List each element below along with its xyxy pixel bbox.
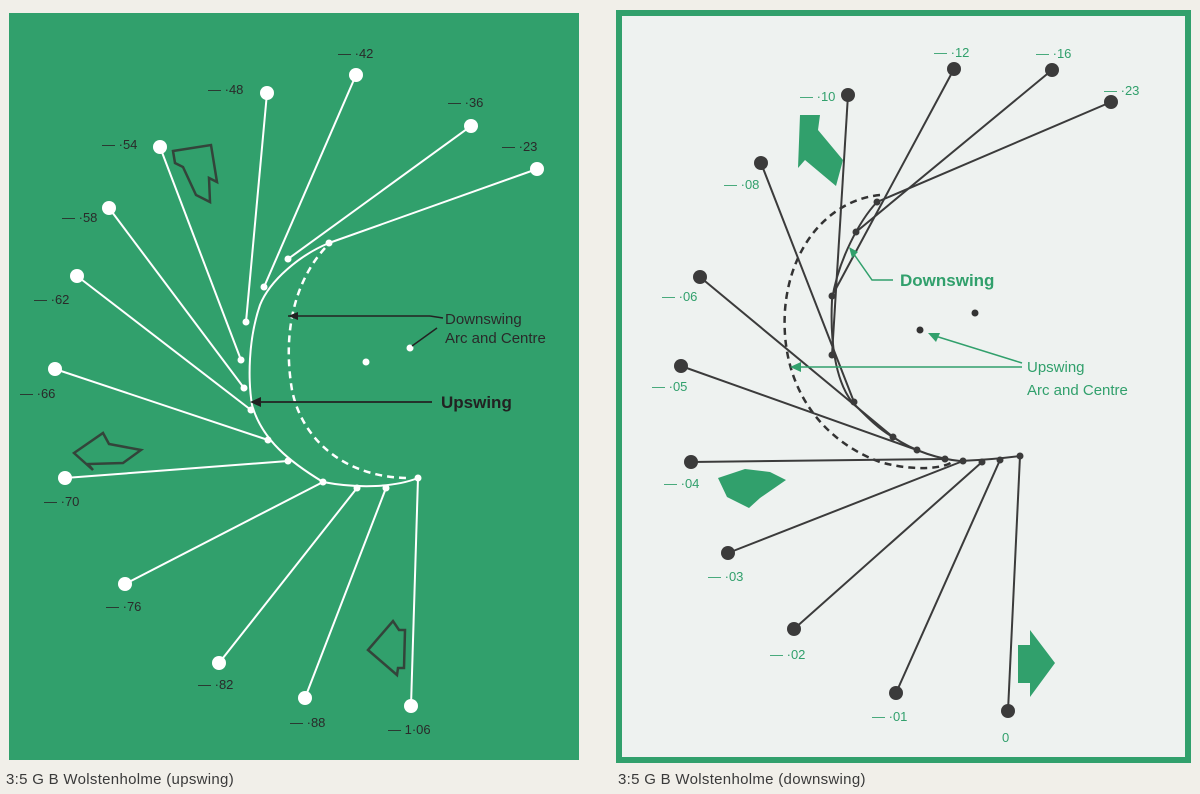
time-label: — ·10: [800, 89, 835, 104]
time-label: 0: [1002, 730, 1009, 745]
time-label: — ·58: [62, 210, 97, 225]
time-label: — ·01: [872, 709, 907, 724]
time-label: — ·82: [198, 677, 233, 692]
time-label: — ·54: [102, 137, 137, 152]
hand-positions: [828, 198, 1024, 466]
upswing-caption: 3:5 G B Wolstenholme (upswing): [6, 771, 234, 788]
time-label: — ·23: [502, 139, 537, 154]
time-label: — ·62: [34, 292, 69, 307]
hand-path: [248, 242, 419, 488]
time-label: — ·16: [1036, 46, 1071, 61]
arc-centre-annotation: Arc and Centre: [1027, 382, 1128, 399]
time-label: — ·48: [208, 82, 243, 97]
downswing-panel-frame: [616, 10, 1191, 763]
clubhead-positions: [674, 62, 1118, 718]
upswing-annotation: Upswing: [441, 393, 512, 412]
time-label: — ·06: [662, 289, 697, 304]
downswing-annotations: Downswing Upswing Arc and Centre: [790, 247, 1128, 399]
club-shafts: [54, 74, 538, 707]
time-label: — ·12: [934, 45, 969, 60]
hand-positions: [237, 239, 422, 492]
upswing-annotations: Downswing Arc and Centre Upswing: [250, 311, 546, 412]
time-label: — 1·06: [388, 722, 431, 737]
time-label: — ·70: [44, 494, 79, 509]
time-label: — ·08: [724, 177, 759, 192]
hollow-arrow-icon: [71, 431, 145, 471]
hollow-arrow-icon: [171, 143, 219, 205]
arc-centre-dot: [406, 344, 414, 352]
solid-arrow-icon: [798, 115, 843, 186]
arc-centre-dot: [916, 326, 924, 334]
time-label: — ·66: [20, 386, 55, 401]
time-label: — ·02: [770, 647, 805, 662]
downswing-annotation: Downswing: [900, 271, 994, 290]
time-label: — ·05: [652, 379, 687, 394]
arc-centre-annotation: Arc and Centre: [445, 330, 546, 347]
downswing-time-labels: — ·12 — ·16 — ·10 — ·23 — ·08 — ·06 — ·0…: [652, 45, 1139, 745]
solid-arrow-icon: [1018, 630, 1055, 697]
downswing-caption: 3:5 G B Wolstenholme (downswing): [618, 771, 866, 788]
downswing-arrows: [718, 115, 1055, 697]
time-label: — ·04: [664, 476, 699, 491]
hollow-arrow-icon: [366, 618, 407, 678]
upswing-panel-background: [9, 13, 579, 760]
upswing-figure: — ·42 — ·48 — ·36 — ·54 — ·23 — ·58 — ·6…: [9, 13, 579, 760]
hand-path: [830, 201, 1021, 463]
upswing-arrows: [71, 143, 407, 678]
arc-centre-dot: [362, 358, 370, 366]
downswing-annotation: Downswing: [445, 311, 522, 328]
upswing-annotation: Upswing: [1027, 359, 1085, 376]
solid-arrow-icon: [718, 469, 786, 508]
upswing-time-labels: — ·42 — ·48 — ·36 — ·54 — ·23 — ·58 — ·6…: [20, 46, 537, 737]
club-shafts: [680, 68, 1112, 712]
time-label: — ·23: [1104, 83, 1139, 98]
time-label: — ·76: [106, 599, 141, 614]
time-label: — ·88: [290, 715, 325, 730]
time-label: — ·03: [708, 569, 743, 584]
clubhead-positions: [48, 68, 544, 713]
time-label: — ·42: [338, 46, 373, 61]
arc-centre-dot: [971, 309, 979, 317]
upswing-arc: [783, 193, 953, 470]
downswing-arc: [287, 247, 411, 480]
time-label: — ·36: [448, 95, 483, 110]
